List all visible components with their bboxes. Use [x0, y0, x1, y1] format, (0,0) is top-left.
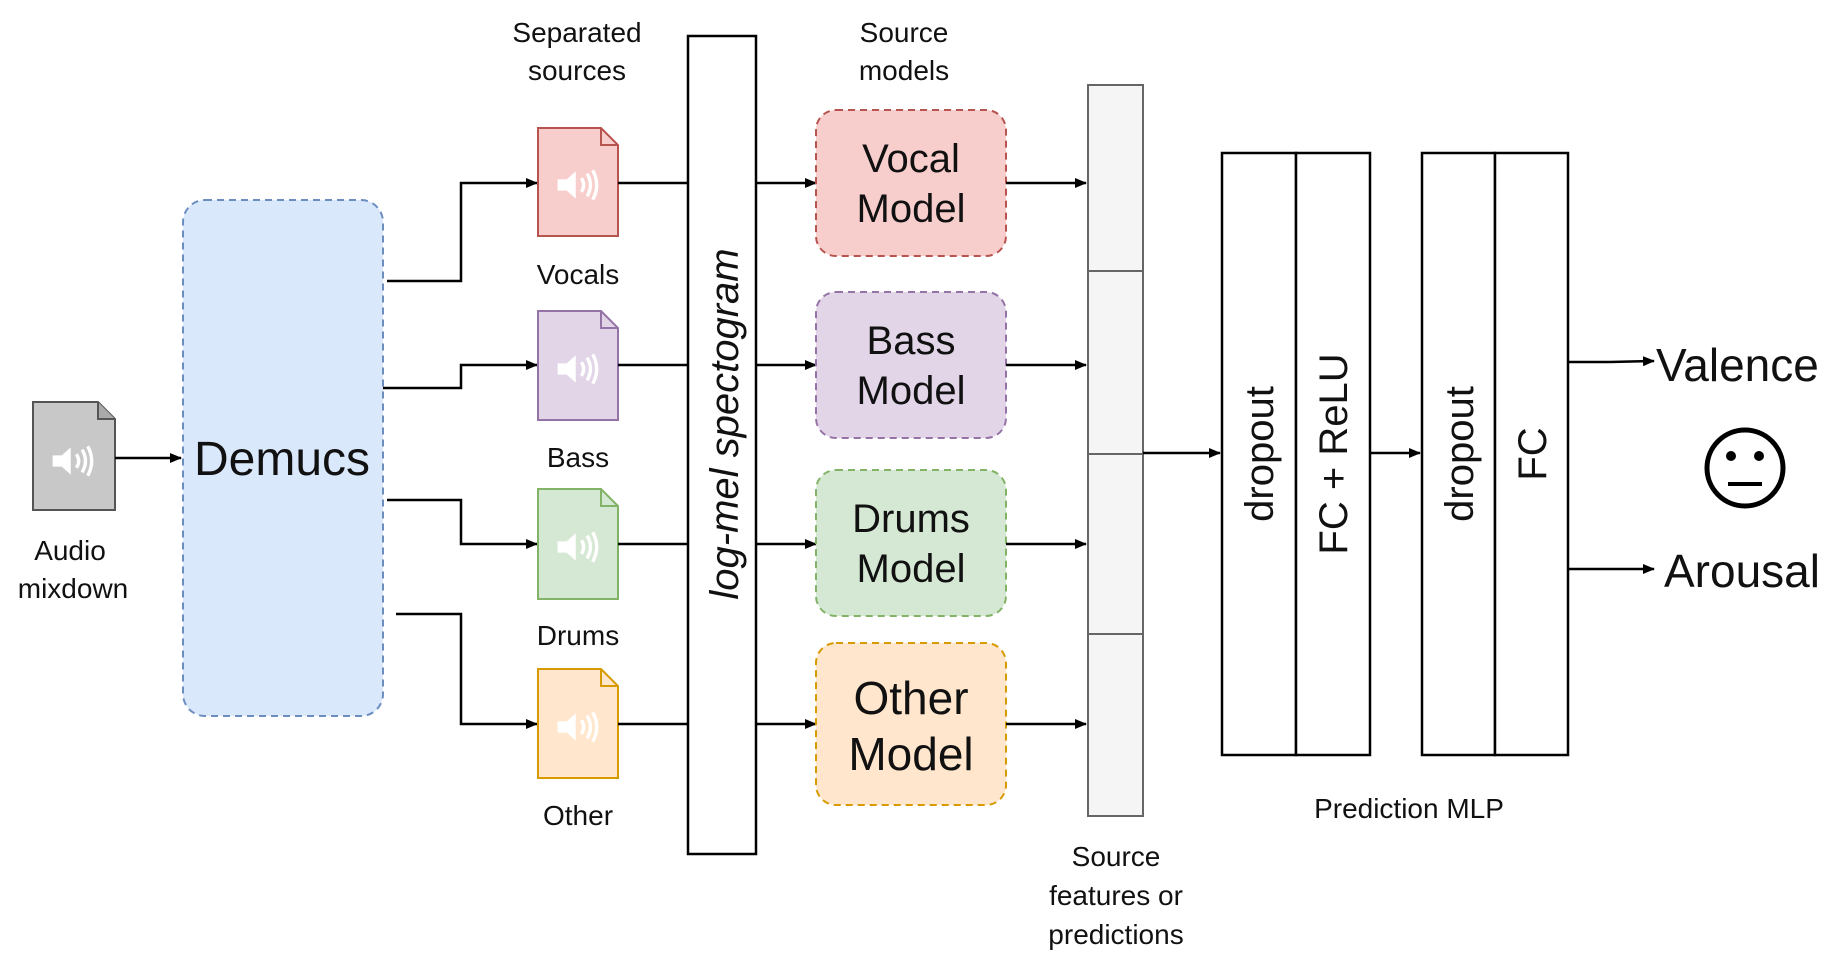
- mlp-caption: Prediction MLP: [1314, 793, 1504, 824]
- source-label-drums: Drums: [537, 620, 619, 651]
- audio-file-icon: [32, 401, 116, 511]
- other-file: [537, 668, 619, 779]
- separated-sources-header-1: Separated: [512, 17, 641, 48]
- drums-model-box: [815, 469, 1007, 617]
- other-model-label-1: Other: [853, 672, 968, 724]
- vocal-model-label-2: Model: [857, 187, 966, 231]
- mlp-layer-label-fc: FC: [1511, 427, 1555, 480]
- demucs-label: Demucs: [194, 433, 370, 486]
- mlp-layer-fc-relu: [1294, 151, 1372, 757]
- drums-model-label-1: Drums: [852, 497, 970, 541]
- drums-model-label-2: Model: [857, 547, 966, 591]
- feature-vector: [1087, 84, 1144, 817]
- features-label-3: predictions: [1048, 919, 1183, 950]
- source-label-bass: Bass: [547, 442, 609, 473]
- mlp-layer-label-dropout-1: dropout: [1238, 386, 1282, 522]
- feature-segment-bass: [1087, 270, 1144, 455]
- vocals-file: [537, 127, 619, 237]
- bass-model-label-1: Bass: [867, 319, 956, 363]
- output-valence: Valence: [1656, 339, 1819, 391]
- source-label-other: Other: [543, 800, 613, 831]
- source-label-vocals: Vocals: [537, 259, 620, 290]
- spectrogram-box: [686, 34, 758, 856]
- neutral-face-icon: [1704, 427, 1786, 509]
- demucs-box: [182, 199, 384, 717]
- separated-sources-header-2: sources: [528, 55, 626, 86]
- output-arousal: Arousal: [1664, 545, 1820, 597]
- connector-vocals: [387, 178, 538, 283]
- audio-file-icon: [537, 127, 619, 237]
- arrow-to-valence: [1568, 356, 1655, 367]
- mlp-layer-label-fc-relu: FC + ReLU: [1312, 353, 1356, 554]
- other-model-label-2: Model: [848, 728, 973, 780]
- spectrogram-label: log-mel spectogram: [703, 248, 747, 599]
- bass-model-label-2: Model: [857, 369, 966, 413]
- audio-file-icon: [537, 310, 619, 421]
- drums-file: [537, 488, 619, 600]
- connector-drums: [387, 498, 538, 549]
- source-models-header-1: Source: [860, 17, 949, 48]
- audio-mixdown-file: [32, 401, 116, 511]
- feature-segment-other: [1087, 633, 1144, 817]
- source-models-header-2: models: [859, 55, 949, 86]
- audio-file-icon: [537, 488, 619, 600]
- bass-file: [537, 310, 619, 421]
- feature-segment-vocals: [1087, 84, 1144, 272]
- audio-mixdown-label-1: Audio: [34, 535, 106, 566]
- audio-file-icon: [537, 668, 619, 779]
- feature-segment-drums: [1087, 453, 1144, 635]
- mlp-layer-label-dropout-2: dropout: [1438, 386, 1482, 522]
- features-label-2: features or: [1049, 880, 1183, 911]
- audio-mixdown-label-2: mixdown: [18, 573, 128, 604]
- other-model-box: [815, 642, 1007, 806]
- vocal-model-box: [815, 109, 1007, 257]
- vocal-model-label-1: Vocal: [862, 137, 960, 181]
- connector-other: [396, 612, 538, 729]
- bass-model-box: [815, 291, 1007, 439]
- connector-bass: [383, 360, 538, 390]
- features-label-1: Source: [1072, 841, 1161, 872]
- mlp-layer-fc: [1493, 151, 1570, 757]
